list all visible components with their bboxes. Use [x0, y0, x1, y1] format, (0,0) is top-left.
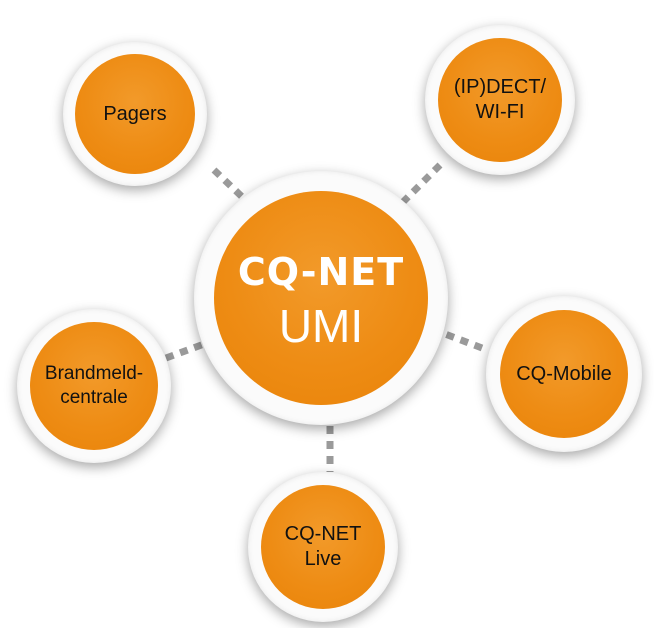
node-pagers-disc: Pagers — [75, 54, 195, 174]
node-cq-mobile-label: CQ-Mobile — [516, 362, 612, 385]
node-cq-net-live: CQ-NET Live — [248, 472, 398, 622]
node-cq-mobile-disc: CQ-Mobile — [500, 310, 628, 438]
node-ip-dect-wifi-disc: (IP)DECT/ WI-FI — [438, 38, 562, 162]
node-ip-dect-wifi: (IP)DECT/ WI-FI — [425, 25, 575, 175]
center-hub-disc: CQ-NET UMI — [214, 191, 428, 405]
node-brandmeldcentrale-label: Brandmeld- centrale — [44, 363, 144, 408]
center-hub-umi: CQ-NET UMI — [194, 171, 448, 425]
node-ip-dect-wifi-label: (IP)DECT/ WI-FI — [453, 76, 547, 123]
node-brandmeldcentrale: Brandmeld- centrale — [17, 309, 171, 463]
node-cq-net-live-disc: CQ-NET Live — [261, 485, 385, 609]
center-title: UMI — [278, 300, 364, 352]
node-pagers: Pagers — [63, 42, 207, 186]
node-cq-net-live-label: CQ-NET Live — [284, 523, 362, 570]
cq-net-logo: CQ-NET — [237, 250, 405, 294]
node-brandmeldcentrale-disc: Brandmeld- centrale — [30, 322, 158, 450]
node-pagers-label: Pagers — [103, 102, 167, 125]
node-cq-mobile: CQ-Mobile — [486, 296, 642, 452]
